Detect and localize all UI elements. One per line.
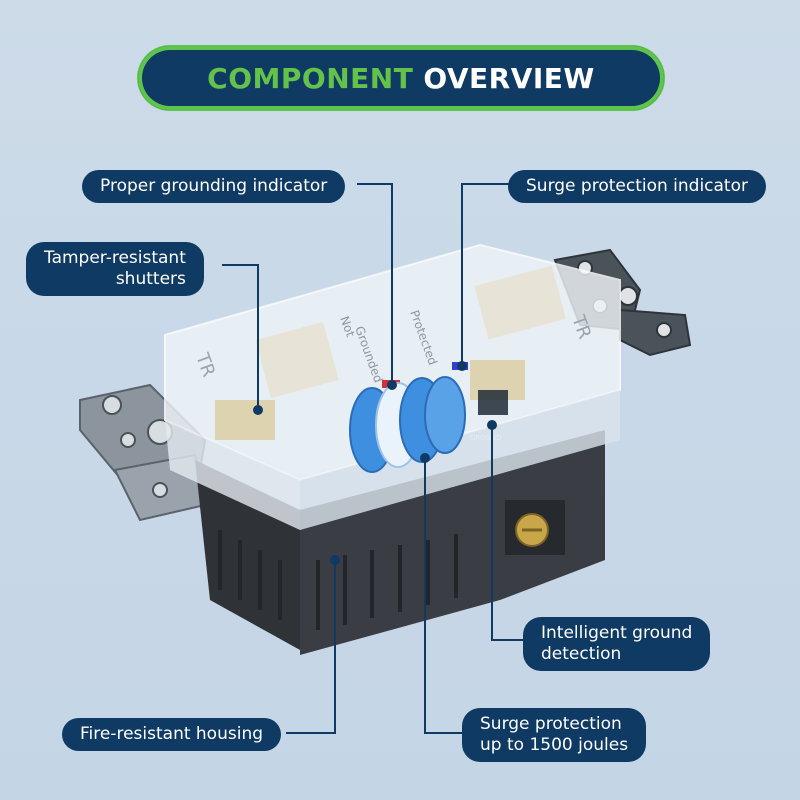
component-overview-title: COMPONENT OVERVIEW [138,46,664,110]
label-tamper-resistant: Tamper-resistant shutters [26,242,204,296]
label-surge-indicator: Surge protection indicator [508,170,766,203]
leader-dots [253,361,497,565]
label-fire-resistant: Fire-resistant housing [62,718,282,751]
label-surge-joules: Surge protection up to 1500 joules [462,708,647,762]
label-intelligent-ground: Intelligent ground detection [523,617,711,671]
not-text: Not [337,314,357,339]
title-part-overview: OVERVIEW [423,61,595,95]
label-proper-grounding: Proper grounding indicator [82,170,346,203]
leader-lines [222,183,527,734]
ground-text: GROUND [470,434,502,442]
title-part-component: COMPONENT [207,61,414,95]
